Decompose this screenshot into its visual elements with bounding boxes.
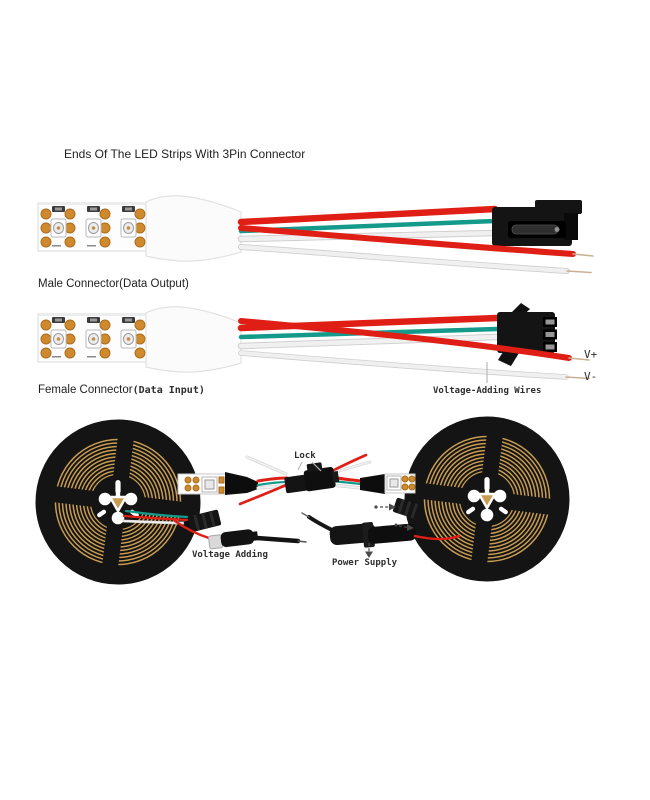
bare-wire-tip (565, 376, 590, 380)
power-connector-pair (329, 522, 417, 548)
black-cable (307, 515, 334, 532)
left-strip-end (177, 472, 258, 495)
lock-connector-pair (284, 462, 340, 494)
led-reel-right (411, 423, 563, 575)
dc-jack-voltage-adding (208, 529, 259, 550)
diagram-title: Ends Of The LED Strips With 3Pin Connect… (64, 147, 306, 161)
black-cable (254, 535, 301, 544)
led-reel-left (42, 426, 194, 578)
led-strip-segment (37, 202, 147, 252)
bare-wire-tip (572, 253, 594, 257)
led-strip-segment (37, 313, 147, 363)
red-voltage-wire (238, 225, 576, 257)
jst-connector-left (183, 509, 222, 532)
female-connector-label: Female Connector(Data Input) (38, 384, 205, 396)
male-assembly (37, 195, 594, 274)
lock-label: Lock (294, 451, 316, 461)
heat-shrink-sleeve (145, 195, 242, 262)
male-jst-connector (492, 200, 582, 246)
red-power-wire (237, 205, 499, 226)
pointer-arrows (365, 503, 414, 558)
jst-connector-right (392, 497, 423, 520)
heat-shrink-sleeve (145, 306, 242, 373)
v-plus-label: V+ (584, 348, 598, 361)
female-connector-label-note: (Data Input) (132, 385, 205, 396)
red-voltage-wire (238, 318, 572, 361)
lock-leader-line (311, 461, 322, 472)
female-assembly (37, 303, 590, 383)
lock-latch (306, 462, 323, 473)
lock-leader-line (297, 461, 303, 471)
voltage-adding-wires-label: Voltage-Adding Wires (433, 386, 542, 396)
female-connector-label-main: Female Connector (38, 384, 133, 396)
red-power-lead (413, 534, 461, 541)
female-jst-connector (497, 303, 557, 366)
bare-wire-tip (568, 357, 590, 361)
bare-wire-tip (566, 270, 592, 274)
power-supply-assembly (301, 512, 461, 548)
v-minus-label: V- (584, 370, 598, 383)
right-strip-end (360, 473, 416, 494)
power-supply-label: Power Supply (332, 558, 398, 568)
voltage-adding-label: Voltage Adding (192, 550, 268, 560)
voltage-adding-assembly (122, 509, 307, 550)
male-connector-label: Male Connector(Data Output) (38, 278, 189, 290)
